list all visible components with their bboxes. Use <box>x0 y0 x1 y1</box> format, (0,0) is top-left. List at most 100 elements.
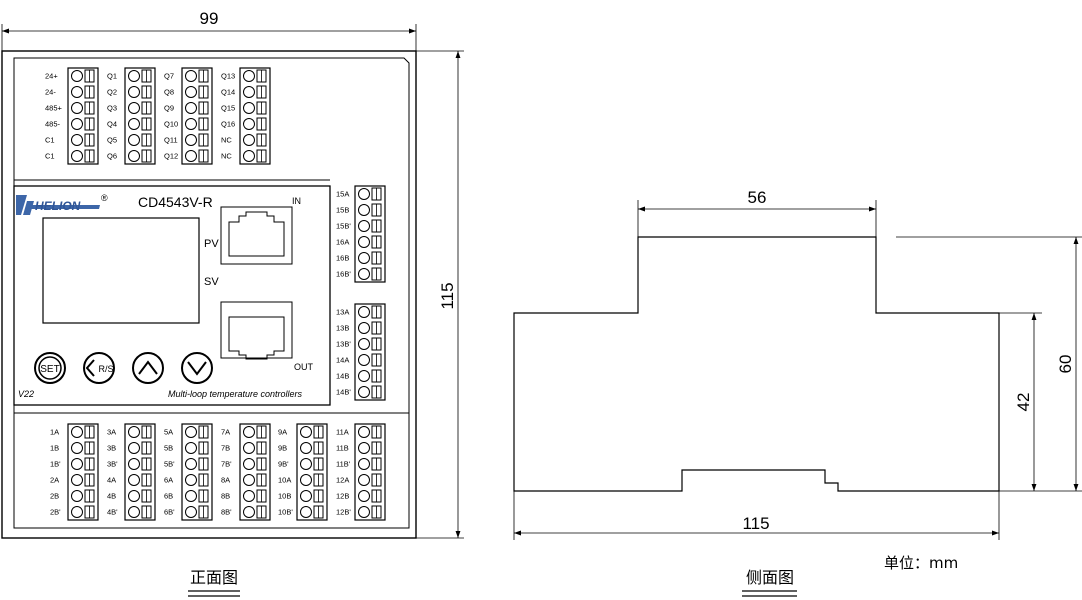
side-width-value: 115 <box>742 514 769 533</box>
terminal-screw-hole <box>128 506 140 518</box>
terminal-label: 10B' <box>278 508 293 517</box>
terminal-label: 4A <box>107 476 116 485</box>
terminal-screw-hole <box>358 386 370 398</box>
terminal-screw-hole <box>243 118 255 130</box>
terminal-label: 6B <box>164 492 173 501</box>
terminal-label: Q14 <box>221 88 235 97</box>
rs-button[interactable]: R/S <box>83 352 115 384</box>
terminal-screw-hole <box>71 426 83 438</box>
front-view-caption: 正面图 <box>190 568 238 587</box>
terminal-screw-hole <box>185 506 197 518</box>
lcd-display <box>42 217 200 324</box>
terminal-label: 3B <box>107 444 116 453</box>
terminal-label: 14B' <box>336 388 351 397</box>
terminal-screw-hole <box>185 118 197 130</box>
terminal-screw-hole <box>185 86 197 98</box>
terminal-screw-hole <box>71 70 83 82</box>
terminal-screw-hole <box>128 150 140 162</box>
terminal-screw-hole <box>358 220 370 232</box>
terminal-screw-hole <box>185 70 197 82</box>
terminal-label: 15A <box>336 190 349 199</box>
terminal-screw-hole <box>71 134 83 146</box>
terminal-screw-hole <box>243 474 255 486</box>
terminal-label: Q12 <box>164 152 178 161</box>
terminal-screw-hole <box>128 134 140 146</box>
set-button[interactable]: SET <box>34 352 66 384</box>
terminal-screw-hole <box>71 86 83 98</box>
terminal-screw-hole <box>71 102 83 114</box>
front-inner-outline <box>13 57 410 529</box>
sv-label: SV <box>204 276 219 288</box>
rj45-port-out <box>220 301 293 360</box>
terminal-block-housing <box>181 423 213 521</box>
terminal-screw-hole <box>243 426 255 438</box>
side-total-height-value: 60 <box>1056 355 1075 374</box>
terminal-screw-hole <box>358 490 370 502</box>
side-top-width-value: 56 <box>748 188 767 207</box>
terminal-screw-hole <box>358 188 370 200</box>
terminal-screw-hole <box>128 474 140 486</box>
terminal-screw-hole <box>300 442 312 454</box>
brand-name: HELION <box>35 199 81 213</box>
version-label: V22 <box>18 389 34 399</box>
terminal-screw-hole <box>358 306 370 318</box>
terminal-label: NC <box>221 152 232 161</box>
terminal-screw-hole <box>358 338 370 350</box>
up-button[interactable] <box>132 352 164 384</box>
terminal-label: Q9 <box>164 104 174 113</box>
terminal-label: 5B' <box>164 460 175 469</box>
terminal-screw-hole <box>358 354 370 366</box>
terminal-screw-hole <box>185 490 197 502</box>
model-name: CD4543V-R <box>138 194 213 210</box>
pv-label: PV <box>204 238 219 250</box>
down-button[interactable] <box>181 352 213 384</box>
terminal-screw-hole <box>300 506 312 518</box>
terminal-label: 2B' <box>50 508 61 517</box>
front-width-value: 99 <box>200 9 219 28</box>
terminal-blocks: 24+24-485+485-C1C1Q1Q2Q3Q4Q5Q6Q7Q8Q9Q10Q… <box>45 67 386 521</box>
rj45-port-in <box>220 206 293 265</box>
terminal-screw-hole <box>243 102 255 114</box>
terminal-block-housing <box>239 423 271 521</box>
front-height-value: 115 <box>438 282 457 309</box>
terminal-screw-hole <box>358 236 370 248</box>
terminal-screw-hole <box>300 426 312 438</box>
front-dimensions: 99 115 <box>1 9 464 539</box>
terminal-label: 1B' <box>50 460 61 469</box>
terminal-label: Q11 <box>164 136 178 145</box>
terminal-label: 7B' <box>221 460 232 469</box>
terminal-screw-hole <box>300 490 312 502</box>
side-view: 56 60 42 115 <box>513 188 1082 540</box>
terminal-label: 13B <box>336 324 349 333</box>
terminal-label: 3A <box>107 428 116 437</box>
terminal-label: 13B' <box>336 340 351 349</box>
terminal-label: C1 <box>45 152 55 161</box>
port-out-label: OUT <box>294 362 314 372</box>
terminal-screw-hole <box>71 474 83 486</box>
terminal-screw-hole <box>243 490 255 502</box>
terminal-screw-hole <box>358 474 370 486</box>
terminal-label: 9B <box>278 444 287 453</box>
terminal-label: Q16 <box>221 120 235 129</box>
terminal-label: Q7 <box>164 72 174 81</box>
terminal-label: 15B <box>336 206 349 215</box>
terminal-screw-hole <box>243 150 255 162</box>
terminal-block-housing <box>239 67 271 165</box>
terminal-label: 11B <box>336 444 349 453</box>
terminal-screw-hole <box>243 506 255 518</box>
terminal-screw-hole <box>128 118 140 130</box>
terminal-label: 11A <box>336 428 349 437</box>
terminal-screw-hole <box>71 506 83 518</box>
terminal-label: 24- <box>45 88 56 97</box>
terminal-label: Q13 <box>221 72 235 81</box>
terminal-label: NC <box>221 136 232 145</box>
terminal-screw-hole <box>358 322 370 334</box>
down-arrow-icon <box>187 361 207 376</box>
terminal-block-housing <box>354 185 386 283</box>
terminal-block-housing <box>296 423 328 521</box>
terminal-label: 6A <box>164 476 173 485</box>
